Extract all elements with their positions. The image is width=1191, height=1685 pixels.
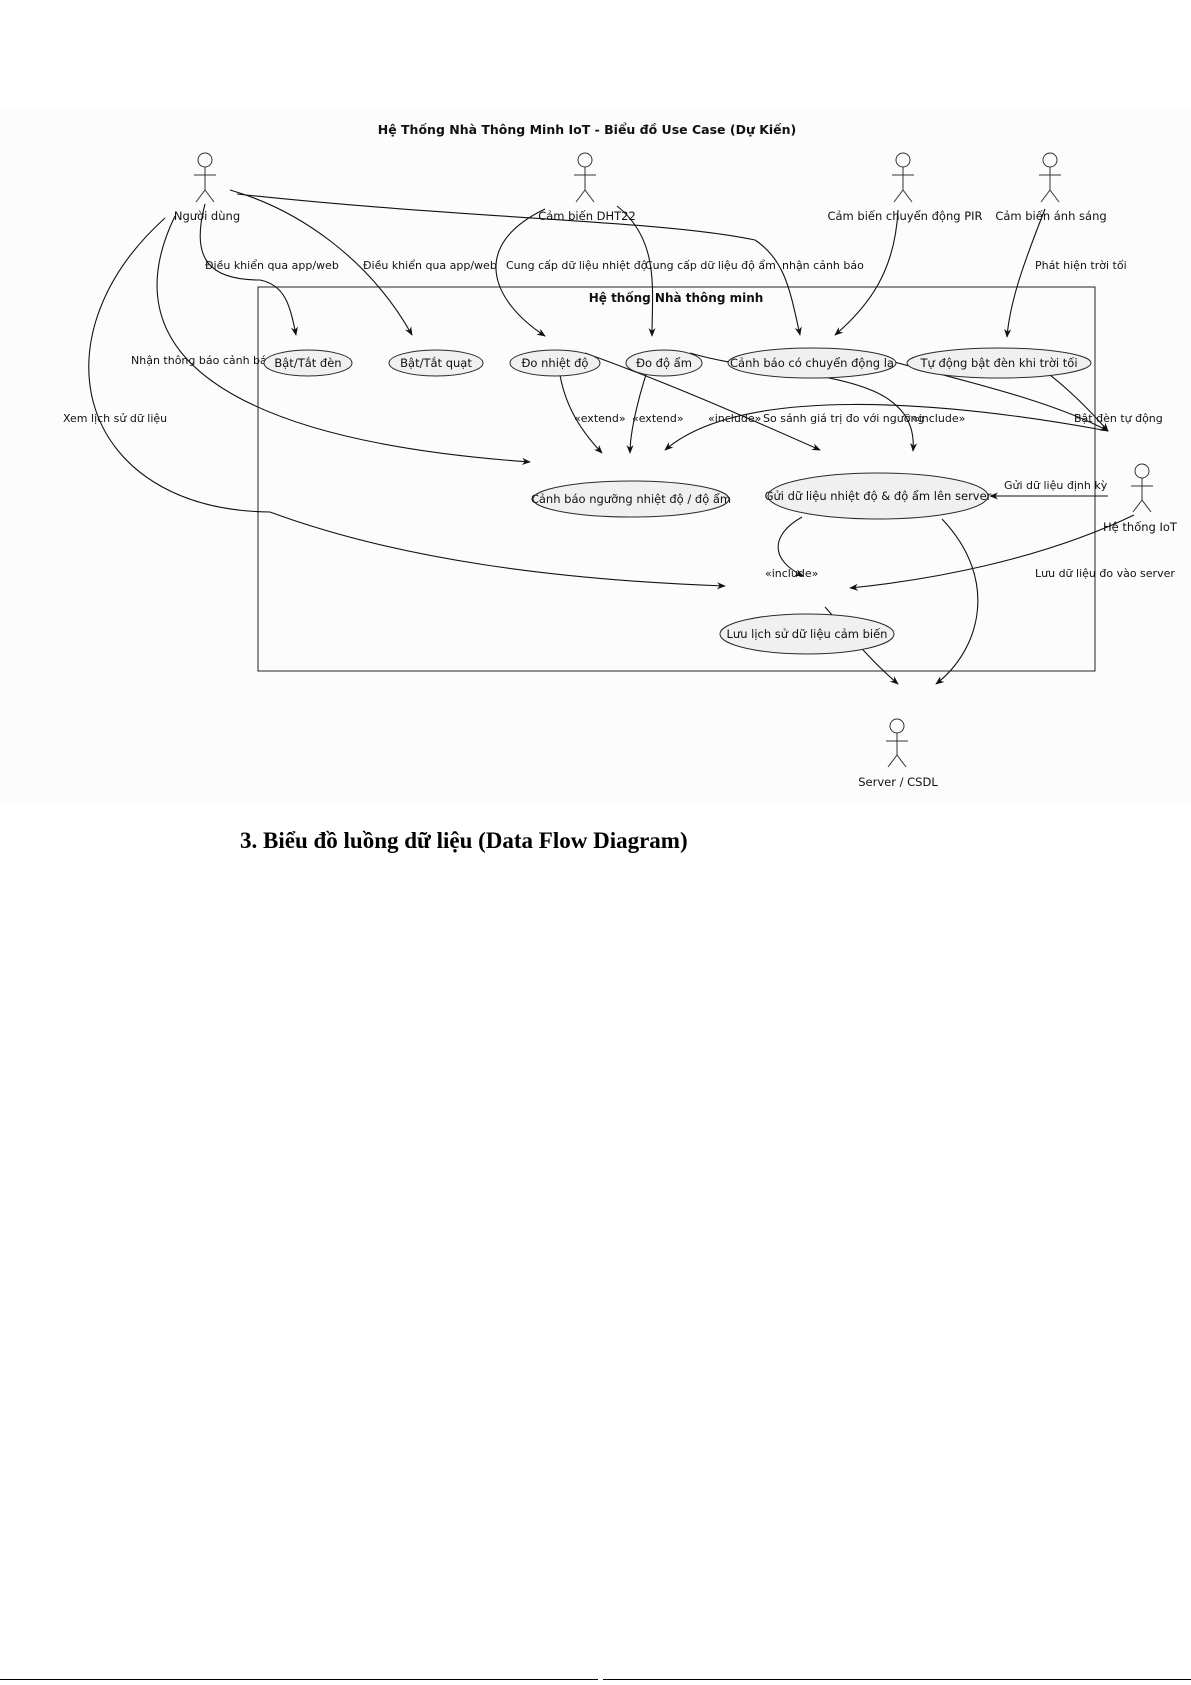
edge-iot-threshold bbox=[664, 403, 1109, 451]
actor-user-label: Người dùng bbox=[174, 209, 240, 223]
label-extend-2: «extend» bbox=[632, 412, 684, 425]
label-detect-dark: Phát hiện trời tối bbox=[1035, 259, 1127, 272]
label-auto-light-on: Bật đèn tự động bbox=[1074, 412, 1163, 425]
label-extend-1: «extend» bbox=[574, 412, 626, 425]
footer-rule-right bbox=[603, 1679, 1191, 1680]
label-receive-alert: nhận cảnh báo bbox=[782, 259, 864, 272]
edge-user-threshold bbox=[156, 215, 531, 465]
label-provide-temp: Cung cấp dữ liệu nhiệt độ bbox=[506, 259, 648, 272]
actor-iot-system: Hệ thống IoT bbox=[1103, 463, 1178, 534]
label-compare-threshold: So sánh giá trị đo với ngưỡng bbox=[763, 412, 924, 425]
actor-light-sensor: Cảm biến ánh sáng bbox=[995, 152, 1107, 223]
usecase-measure-humidity: Đo độ ẩm bbox=[625, 349, 703, 377]
system-boundary-label: Hệ thống Nhà thông minh bbox=[589, 291, 764, 305]
usecase-threshold-alert-label: Cảnh báo ngưỡng nhiệt độ / độ ẩm bbox=[531, 492, 731, 506]
usecase-fan-toggle-label: Bật/Tắt quạt bbox=[400, 356, 472, 370]
usecase-light-toggle: Bật/Tắt đèn bbox=[263, 349, 353, 377]
label-include-2: «include» bbox=[912, 412, 965, 425]
footer-rule-left bbox=[0, 1679, 598, 1680]
edge-light-auto bbox=[1004, 208, 1046, 338]
edge-humidity-send bbox=[689, 352, 918, 452]
actor-light-sensor-label: Cảm biến ánh sáng bbox=[995, 209, 1106, 223]
edge-dht-humidity bbox=[616, 205, 656, 337]
usecase-measure-temp: Đo nhiệt độ bbox=[509, 349, 601, 377]
actor-server: Server / CSDL bbox=[858, 718, 938, 789]
usecase-fan-toggle: Bật/Tắt quạt bbox=[388, 349, 484, 377]
edge-dht-temp bbox=[495, 208, 546, 337]
label-store-to-server: Lưu dữ liệu đo vào server bbox=[1035, 567, 1175, 580]
actor-user: Người dùng bbox=[174, 152, 240, 223]
actor-iot-system-label: Hệ thống IoT bbox=[1103, 520, 1178, 534]
usecase-motion-alert: Cảnh báo có chuyển động lạ bbox=[727, 347, 897, 379]
actor-dht22: Cảm biến DHT22 bbox=[538, 152, 636, 223]
usecase-send-data: Gửi dữ liệu nhiệt độ & độ ẩm lên server bbox=[765, 472, 992, 520]
use-case-diagram: Hệ Thống Nhà Thông Minh IoT - Biểu đồ Us… bbox=[0, 110, 1191, 805]
actor-server-label: Server / CSDL bbox=[858, 775, 938, 789]
actor-dht22-label: Cảm biến DHT22 bbox=[538, 209, 636, 223]
edge-user-light bbox=[199, 203, 298, 336]
label-control-fan: Điều khiển qua app/web bbox=[363, 259, 497, 272]
edge-iot-store bbox=[849, 514, 1135, 591]
diagram-title: Hệ Thống Nhà Thông Minh IoT - Biểu đồ Us… bbox=[378, 122, 797, 137]
edge-labels: Điều khiển qua app/web Điều khiển qua ap… bbox=[63, 259, 1175, 580]
actor-pir-label: Cảm biến chuyển động PIR bbox=[827, 209, 982, 223]
usecase-measure-temp-label: Đo nhiệt độ bbox=[522, 356, 589, 370]
edge-send-store bbox=[777, 516, 804, 577]
label-provide-humidity: Cung cấp dữ liệu độ ẩm bbox=[645, 259, 776, 272]
edge-temp-send bbox=[584, 352, 821, 451]
edge-user-fan bbox=[229, 189, 413, 336]
edge-send-server bbox=[935, 518, 979, 685]
edge-pir-motion bbox=[834, 209, 899, 336]
actor-figure-icon bbox=[886, 718, 908, 768]
actor-figure-icon bbox=[574, 152, 596, 203]
usecase-light-toggle-label: Bật/Tắt đèn bbox=[274, 356, 341, 370]
actor-figure-icon bbox=[194, 152, 216, 203]
label-view-history: Xem lịch sử dữ liệu bbox=[63, 412, 167, 425]
actor-figure-icon bbox=[1039, 152, 1061, 203]
label-control-light: Điều khiển qua app/web bbox=[205, 259, 339, 272]
usecase-auto-light-label: Tự động bật đèn khi trời tối bbox=[919, 356, 1077, 370]
label-receive-notification: Nhận thông báo cảnh báo bbox=[131, 354, 274, 367]
label-include-3: «include» bbox=[765, 567, 818, 580]
label-send-periodic: Gửi dữ liệu định kỳ bbox=[1004, 479, 1108, 492]
label-include-1: «include» bbox=[708, 412, 761, 425]
system-boundary bbox=[257, 286, 1096, 672]
usecase-measure-humidity-label: Đo độ ẩm bbox=[636, 356, 692, 370]
edge-user-motion bbox=[236, 193, 802, 336]
usecase-motion-alert-label: Cảnh báo có chuyển động lạ bbox=[730, 356, 894, 370]
diagram-edges bbox=[88, 189, 1135, 685]
usecase-send-data-label: Gửi dữ liệu nhiệt độ & độ ẩm lên server bbox=[765, 489, 992, 503]
edge-user-history bbox=[88, 217, 726, 590]
actor-figure-icon bbox=[1131, 463, 1153, 513]
usecase-store-history-label: Lưu lịch sử dữ liệu cảm biến bbox=[727, 627, 888, 641]
actor-pir: Cảm biến chuyển động PIR bbox=[827, 152, 983, 223]
usecase-auto-light: Tự động bật đèn khi trời tối bbox=[906, 347, 1092, 379]
actor-figure-icon bbox=[892, 152, 914, 203]
usecase-store-history: Lưu lịch sử dữ liệu cảm biến bbox=[719, 613, 895, 655]
section-heading: 3. Biểu đồ luồng dữ liệu (Data Flow Diag… bbox=[240, 828, 688, 853]
usecase-threshold-alert: Cảnh báo ngưỡng nhiệt độ / độ ẩm bbox=[531, 480, 731, 518]
